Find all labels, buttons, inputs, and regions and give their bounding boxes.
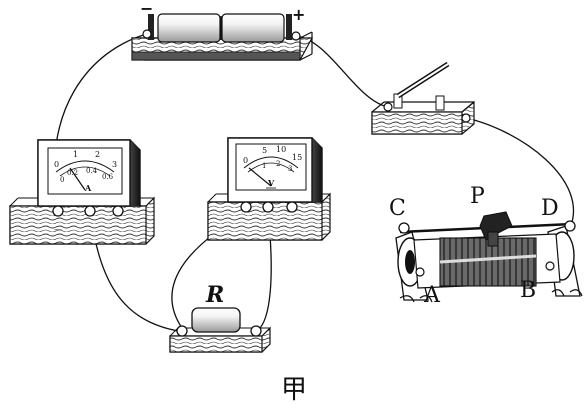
ammeter-tick-0: 0	[54, 160, 59, 169]
wire-switch-to-rheostat	[465, 117, 575, 229]
switch	[371, 61, 475, 135]
ammeter-terminal-right	[112, 205, 124, 217]
ammeter-terminal-left	[52, 205, 64, 217]
ammeter-tick-b3: 0.6	[102, 173, 114, 181]
rheostat-terminal-b	[545, 261, 555, 271]
ammeter-tick-2: 2	[95, 150, 100, 159]
rheostat-label-b: B	[520, 278, 536, 303]
ammeter-dial	[47, 147, 123, 195]
ammeter-tick-b2: 0.4	[86, 167, 98, 175]
ammeter: 0 1 2 3 0 0.2 0.4 0.6 A —	[9, 139, 155, 245]
voltmeter-needle	[248, 167, 272, 187]
battery-negative-label: −	[140, 0, 153, 18]
battery-positive-label: +	[292, 5, 305, 24]
rheostat-terminal-a	[415, 267, 425, 277]
resistor: R	[169, 282, 271, 353]
voltmeter-tick-0: 0	[243, 156, 248, 165]
ammeter-tick-3: 3	[112, 160, 117, 169]
voltmeter-tick-5: 5	[262, 146, 267, 155]
rheostat-label-d: D	[541, 196, 559, 221]
resistor-body	[191, 307, 241, 333]
ammeter-tick-1: 1	[73, 150, 78, 159]
ammeter-tick-b0: 0	[60, 176, 64, 184]
rheostat-terminal-c	[398, 222, 410, 234]
voltmeter-terminal-right	[286, 201, 298, 213]
battery: − +	[130, 0, 314, 61]
rheostat-label-p: P	[470, 184, 485, 209]
voltmeter-terminal-mid	[262, 201, 274, 213]
rheostat: C P D A B	[389, 184, 583, 308]
wire-battery-to-switch	[295, 35, 389, 108]
resistor-label: R	[205, 282, 224, 308]
rheostat-label-c: C	[389, 196, 406, 221]
battery-cell-2	[221, 13, 285, 43]
voltmeter-dial	[235, 143, 307, 191]
ammeter-needle	[69, 167, 86, 191]
voltmeter-tick-15: 15	[292, 153, 302, 162]
voltmeter: 0 5 10 15 1 2 3 V	[207, 137, 331, 241]
ammeter-terminal-mid	[84, 205, 96, 217]
ammeter-unit: A	[84, 183, 92, 193]
ammeter-terminal-mark: —	[54, 225, 62, 234]
voltmeter-terminal-left	[240, 201, 252, 213]
ammeter-tick-b1: 0.2	[67, 169, 78, 177]
voltmeter-unit: V	[267, 178, 275, 188]
rheostat-terminal-d	[564, 220, 576, 232]
battery-cell-1	[157, 13, 221, 43]
voltmeter-tick-b1: 1	[262, 162, 266, 170]
voltmeter-tick-b3: 3	[288, 165, 292, 173]
rheostat-label-a: A	[423, 283, 441, 308]
voltmeter-tick-10: 10	[276, 145, 286, 154]
voltmeter-tick-b2: 2	[276, 160, 280, 168]
figure-caption: 甲	[280, 375, 307, 405]
